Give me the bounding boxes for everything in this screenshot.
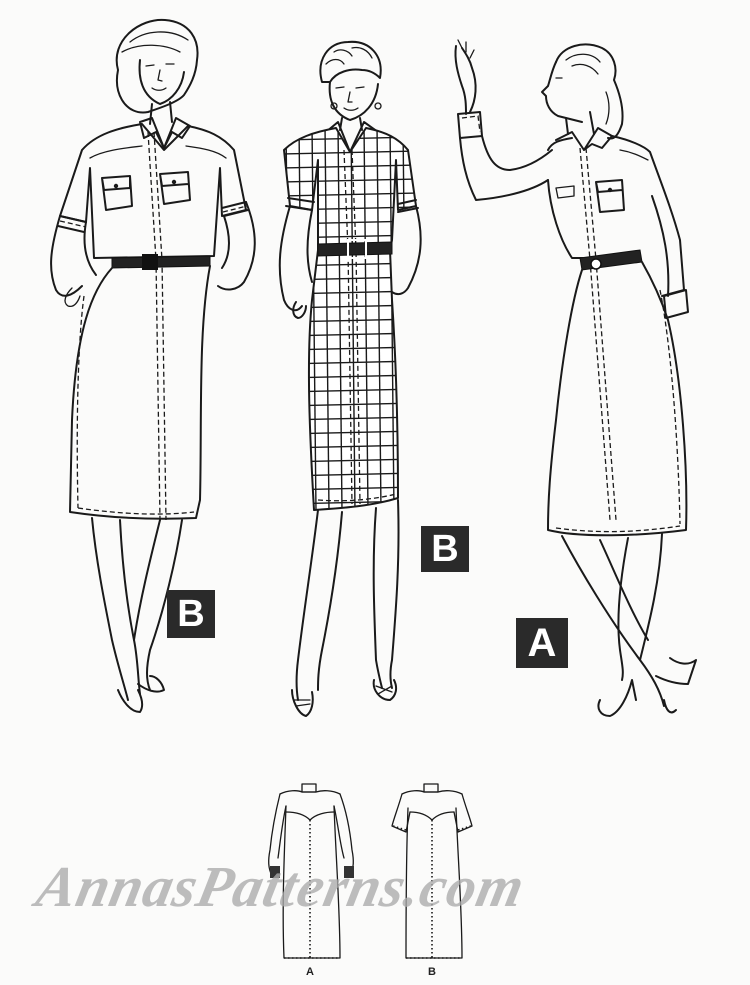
figure-left-shoe-left [117, 689, 144, 713]
figure-left-face [138, 59, 185, 105]
flat-b-body [405, 807, 463, 959]
figure-right-leg-front [617, 537, 629, 681]
figure-left-collar [139, 117, 191, 149]
check-line-vertical [415, 128, 416, 510]
flat-a-back-view [268, 783, 354, 959]
figure-center-shoe-left [291, 689, 314, 717]
figure-right-bodice [547, 135, 685, 297]
figure-left [50, 18, 256, 713]
check-line-vertical [337, 128, 343, 510]
figure-right-shoe-back [597, 679, 637, 717]
figure-right-pocket [595, 179, 625, 213]
figure-left-skirt [69, 265, 211, 520]
figure-left-pocket-right [159, 171, 191, 205]
figure-left-leg-left [91, 517, 129, 701]
view-badge-right: A [516, 618, 568, 668]
figure-right-hair [555, 43, 624, 140]
figure-center-belt [317, 241, 393, 257]
figure-center-arm-right [391, 205, 422, 296]
figure-left-pocket-left [101, 175, 133, 211]
figure-center-shoe-right [372, 679, 398, 701]
figure-center-hair [319, 40, 382, 83]
figure-left-shoe-right [137, 675, 165, 693]
check-line-vertical [350, 128, 356, 510]
flat-a-sleeve-right [339, 793, 354, 877]
flat-b-label: B [428, 966, 436, 978]
check-line-vertical [376, 128, 382, 510]
figure-left-hair [115, 18, 199, 114]
figure-left-belt [111, 255, 211, 269]
flat-a-body [282, 805, 341, 959]
figure-center-face [328, 81, 379, 121]
flat-a-label: A [306, 966, 314, 978]
figure-right-skirt [547, 261, 688, 537]
figure-right [454, 39, 697, 717]
figure-right-raised-hand [454, 45, 477, 115]
flat-b-sleeve-right [453, 793, 473, 833]
figure-left-leg-right [133, 519, 161, 641]
figure-center-leg-left [295, 509, 319, 701]
check-line-horizontal [284, 150, 416, 155]
view-badge-left: B [167, 590, 215, 638]
figure-center-dress [283, 127, 417, 511]
check-line-vertical [363, 128, 369, 510]
figure-center-leg-right [372, 507, 383, 689]
check-line-horizontal [284, 164, 416, 169]
flat-b-back-view [391, 783, 473, 959]
figure-right-shoe-front [655, 657, 697, 685]
figure-center-arm-left [278, 205, 303, 312]
flat-a-sleeve-left [268, 793, 281, 877]
figure-left-arm-left [50, 215, 83, 297]
figure-right-leg-back [561, 535, 665, 707]
figure-center [278, 40, 422, 717]
figure-left-bodice [59, 123, 247, 259]
figure-right-arm-raised [459, 137, 549, 201]
figure-left-arm-right [217, 201, 256, 291]
view-badge-center: B [421, 526, 469, 572]
flat-b-sleeve-left [391, 793, 411, 833]
check-line-vertical [389, 128, 395, 510]
figure-right-face [541, 61, 583, 123]
figure-right-collar [555, 127, 613, 151]
